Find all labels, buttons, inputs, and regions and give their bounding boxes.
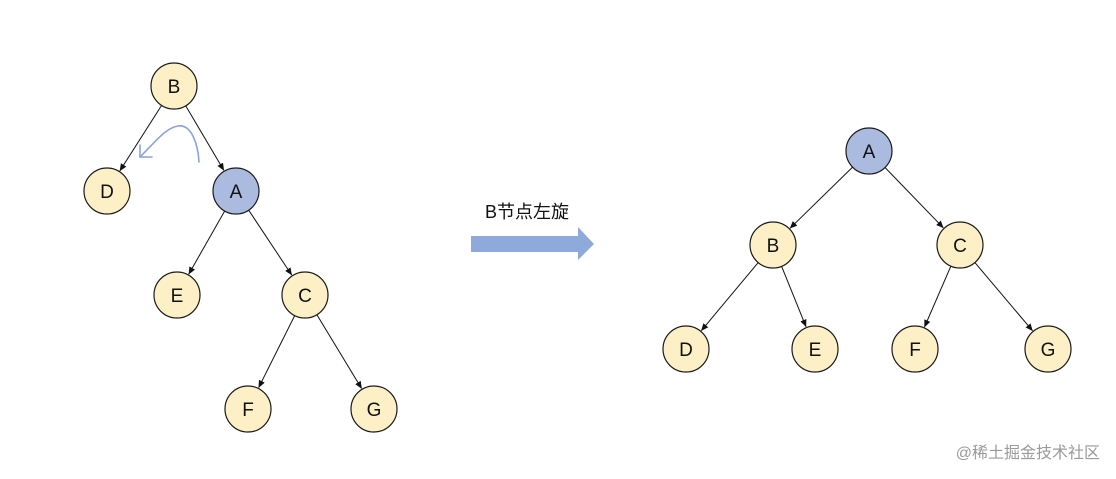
before-node-a: A [212,167,260,215]
before-node-circle [212,167,260,215]
after-node-label: F [909,340,921,361]
after-node-circle [662,325,710,373]
after-node-circle [845,127,893,175]
after-node-label: B [767,236,780,257]
after-tree-nodes: A B C D E F G [662,127,1072,373]
before-node-circle [150,62,198,110]
watermark: @稀土掘金技术社区 [956,444,1100,462]
before-tree-edges [119,105,363,389]
before-edge-a-c [248,209,293,276]
before-node-circle [83,167,131,215]
before-node-label: D [100,182,114,203]
after-edge-c-g [974,262,1033,332]
after-node-c: C [936,221,984,269]
after-edge-a-b [789,166,853,229]
transition-caption: B节点左旋 [485,202,569,222]
before-node-label: B [168,77,181,98]
before-rotation-tree: B D A E C F G [83,62,398,433]
before-node-f: F [224,385,272,433]
before-node-e: E [153,271,201,319]
before-edge-b-d [119,105,163,172]
after-node-circle [1024,325,1072,373]
after-node-e: E [791,325,839,373]
after-node-d: D [662,325,710,373]
after-rotation-tree: A B C D E F G [662,127,1072,373]
after-edge-b-d [701,262,759,331]
after-node-b: B [749,221,797,269]
before-node-label: C [298,286,312,307]
after-node-circle [749,221,797,269]
before-node-b: B [150,62,198,110]
after-edge-a-c [884,167,944,229]
before-edge-c-g [316,314,363,389]
before-node-label: A [230,182,243,203]
after-node-label: E [809,340,822,361]
after-node-f: F [891,325,939,373]
after-edge-c-f [924,265,952,328]
before-edge-b-a [185,105,225,171]
before-tree-nodes: B D A E C F G [83,62,398,433]
after-node-a: A [845,127,893,175]
before-edge-a-e [188,210,226,275]
curved-rotate-arrow-icon [139,125,200,163]
after-node-label: G [1041,340,1056,361]
before-edge-c-f [258,315,296,388]
before-node-label: F [242,400,254,421]
after-node-label: A [863,142,876,163]
after-node-circle [891,325,939,373]
after-edge-b-e [781,266,807,328]
after-node-label: C [953,236,967,257]
before-node-circle [281,271,329,319]
before-node-circle [350,385,398,433]
before-node-circle [153,271,201,319]
after-node-g: G [1024,325,1072,373]
before-node-circle [224,385,272,433]
before-node-g: G [350,385,398,433]
before-node-c: C [281,271,329,319]
before-node-d: D [83,167,131,215]
after-node-circle [936,221,984,269]
before-node-label: E [171,286,184,307]
after-node-circle [791,325,839,373]
after-node-label: D [679,340,693,361]
before-node-label: G [367,400,382,421]
right-arrow-icon [471,227,594,260]
transition: B节点左旋 [471,202,594,260]
after-tree-edges [701,166,1033,332]
